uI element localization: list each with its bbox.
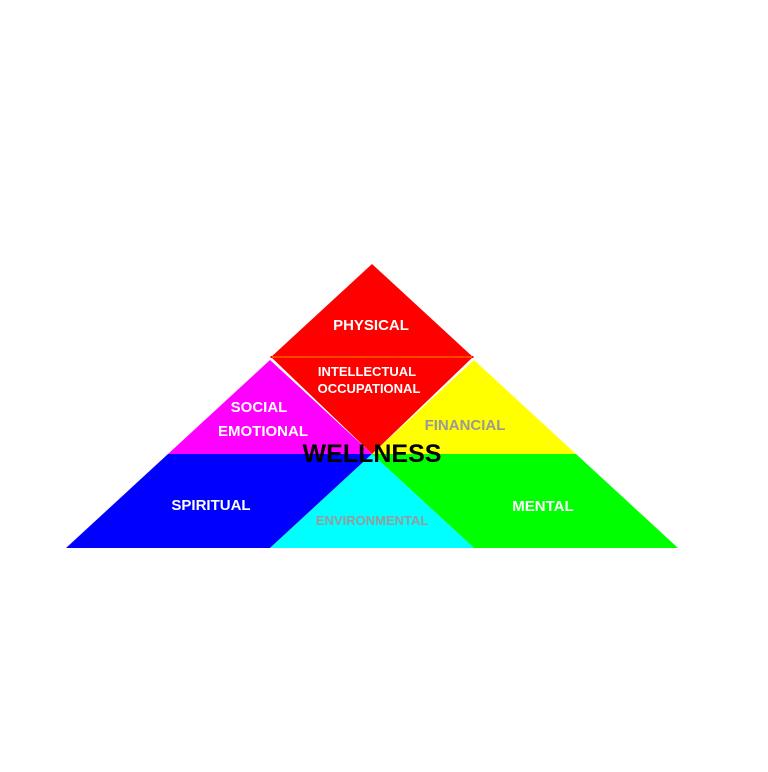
section-intellectual-occupational [270,356,474,454]
label-social: SOCIAL [231,399,288,416]
section-social-emotional [168,360,372,454]
label-environmental: ENVIRONMENTAL [316,513,428,528]
section-physical [270,264,474,358]
label-intellectual: INTELLECTUAL [318,364,416,379]
section-financial [372,360,576,454]
label-occupational: OCCUPATIONAL [318,381,421,396]
label-spiritual: SPIRITUAL [171,497,250,514]
label-emotional: EMOTIONAL [218,423,308,440]
section-environmental [270,454,474,548]
center-title-wellness: WELLNESS [303,440,442,468]
label-mental: MENTAL [512,498,573,515]
label-financial: FINANCIAL [425,417,506,434]
label-physical: PHYSICAL [333,317,409,334]
